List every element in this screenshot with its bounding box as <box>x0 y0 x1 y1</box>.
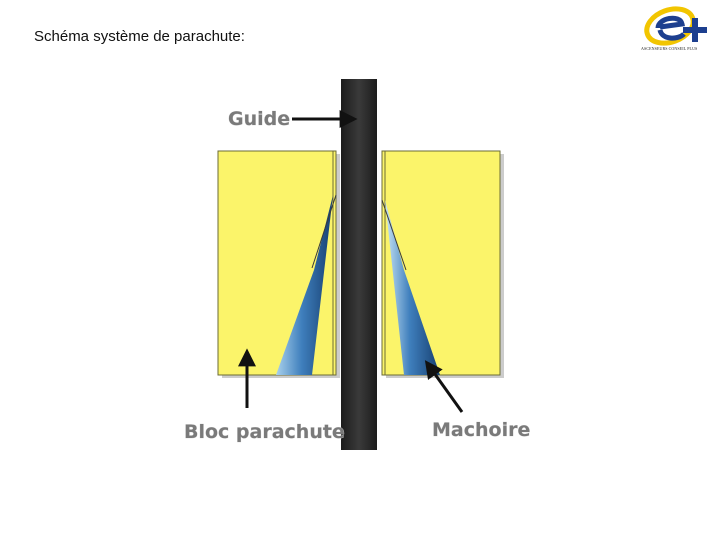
block-label: Bloc parachute <box>184 421 345 443</box>
logo-caption: ASCENSEURS CONSEIL PLUS <box>641 46 698 51</box>
left-jaw <box>276 195 333 375</box>
right-block <box>381 150 501 376</box>
jaw-arrow <box>424 360 464 413</box>
left-block <box>217 150 337 376</box>
slide-title: Schéma système de parachute: <box>34 28 245 45</box>
guide-rail <box>341 79 377 450</box>
e-plus-logo <box>644 6 707 46</box>
jaw-label: Machoire <box>432 419 530 441</box>
guide-label: Guide <box>228 108 290 130</box>
right-jaw <box>385 200 440 375</box>
